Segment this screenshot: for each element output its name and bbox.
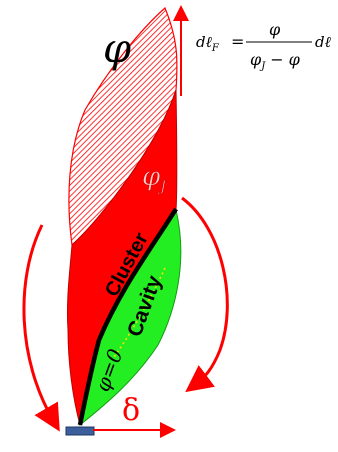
- left-rotation-arrow: [22, 224, 60, 432]
- equation-numerator: φ: [269, 20, 281, 39]
- equation-equals: =: [231, 32, 244, 51]
- equation-denominator: φJ−φ: [250, 50, 301, 72]
- equation-rhs: dℓ: [315, 33, 331, 51]
- phi-label: φ: [103, 26, 131, 72]
- cluster-cavity-boundary: [77, 207, 178, 426]
- delta-label: δ: [122, 393, 140, 428]
- phi-j-label: φJ: [142, 162, 167, 195]
- base-plate: [65, 426, 95, 436]
- right-rotation-arrow: [181, 196, 229, 393]
- equation-lhs: dℓF: [196, 33, 220, 54]
- equation: dℓF = φ φJ−φ dℓ: [196, 20, 331, 72]
- cavity-dotted-line: [111, 267, 166, 361]
